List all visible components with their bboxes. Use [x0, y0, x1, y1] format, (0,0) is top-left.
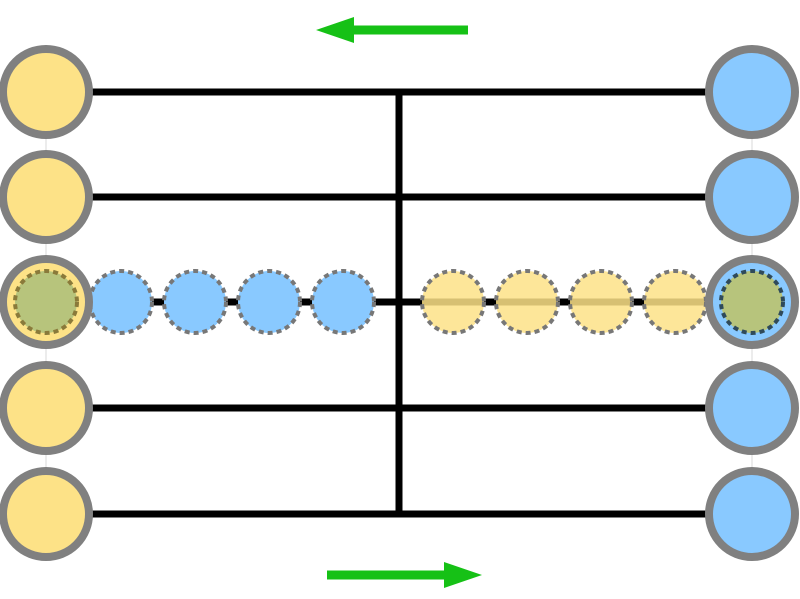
moving-yellow-particle-3 [568, 269, 634, 335]
moving-blue-particle-1 [88, 269, 154, 335]
wire-layer [45, 88, 753, 518]
right-node-2 [705, 150, 799, 244]
right-mixed-particle [719, 269, 785, 335]
right-node-5 [705, 467, 799, 561]
left-node-1 [0, 45, 93, 139]
moving-blue-particle-4 [310, 269, 376, 335]
arrows-layer [316, 17, 482, 588]
top-arrow-head [316, 17, 354, 43]
left-mixed-particle [13, 269, 79, 335]
moving-particles-layer [88, 269, 708, 335]
bottom-arrow-head [444, 562, 482, 588]
moving-yellow-particle-2 [494, 269, 560, 335]
moving-yellow-particle-1 [420, 269, 486, 335]
right-node-4 [705, 361, 799, 455]
moving-blue-particle-3 [236, 269, 302, 335]
left-node-2 [0, 150, 93, 244]
moving-yellow-particle-4 [642, 269, 708, 335]
moving-blue-particle-2 [162, 269, 228, 335]
left-node-4 [0, 361, 93, 455]
right-node-1 [705, 45, 799, 139]
endpoint-nodes-layer [0, 45, 799, 561]
left-node-5 [0, 467, 93, 561]
